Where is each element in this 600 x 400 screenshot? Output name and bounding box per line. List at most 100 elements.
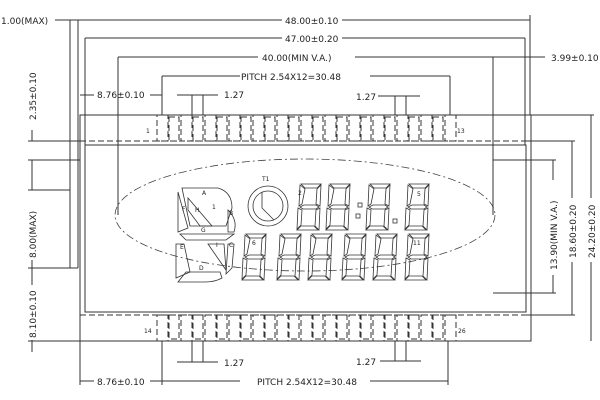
digit-segment — [343, 207, 350, 231]
digit-segment — [423, 183, 430, 207]
digit-segment — [245, 233, 267, 239]
digit-segment — [407, 204, 428, 210]
digit-segment — [315, 183, 322, 207]
bottom-pin — [348, 314, 361, 342]
digit-segment — [327, 184, 335, 207]
dim-pitch-top: PITCH 2.54X12=30.48 — [161, 73, 451, 115]
digit-segment — [404, 275, 427, 281]
digit-segment — [404, 207, 411, 231]
digit-segment — [384, 183, 391, 207]
digit-label-11: 11 — [413, 240, 421, 247]
dim-glass-width: 47.00±0.20 — [84, 32, 526, 145]
top-pin — [228, 114, 241, 142]
dim-bottom-lead-label: 8.10±0.10 — [29, 290, 39, 338]
seg-label-a: A — [202, 190, 207, 197]
seg-label-e: E — [180, 244, 184, 251]
top-pin-gap — [192, 116, 204, 142]
top-pin — [156, 114, 169, 142]
dim-overall-width: 48.00±0.10 — [62, 14, 531, 115]
digit-segment — [359, 257, 366, 281]
digit-segment — [325, 257, 332, 281]
bottom-pin — [324, 314, 337, 342]
digit-segment — [307, 257, 314, 281]
pin-label-13: 13 — [457, 128, 465, 135]
bottom-pin-gap — [360, 314, 372, 340]
digit-segment — [298, 184, 306, 207]
seven-segment-digit — [372, 233, 398, 281]
dim-glass-width-label: 47.00±0.20 — [285, 35, 339, 45]
seven-segment-digit — [276, 233, 302, 281]
digit-segment — [406, 234, 414, 257]
digit-segment — [307, 275, 330, 281]
top-pin-gap — [240, 116, 252, 142]
digit-segment — [383, 207, 390, 231]
top-pin — [276, 114, 289, 142]
digit-segment — [314, 207, 321, 231]
dim-overall-height-label: 24.20±0.20 — [588, 204, 598, 258]
top-pin-gap — [288, 116, 300, 142]
seven-segment-digit — [307, 233, 333, 281]
seg-label-f: F — [182, 206, 186, 213]
seg-label-g: G — [201, 227, 206, 234]
digit-segment — [368, 204, 389, 210]
top-pin-gap — [432, 116, 444, 142]
digit-segment — [276, 275, 299, 281]
top-pin-gap — [168, 116, 180, 142]
top-pin — [396, 114, 409, 142]
outer-glass-outline — [79, 114, 532, 342]
digit-segment — [326, 233, 333, 257]
digit-segment — [374, 234, 382, 257]
digit-label-2: 2 — [298, 190, 302, 197]
dim-bottom: 1.27 1.27 8.76±0.10 PITCH 2.54X12=30.48 — [79, 341, 449, 388]
bottom-pin — [180, 314, 193, 342]
dim-view-height-label: 13.90(MIN V.A.) — [550, 200, 560, 270]
digit-segment — [311, 233, 333, 239]
digit-segment — [329, 183, 351, 189]
digit-segment — [345, 233, 367, 239]
bottom-pin-gap — [408, 314, 420, 340]
digit-segment — [360, 233, 367, 257]
seven-segment-digits — [241, 183, 430, 281]
bottom-pin-gap — [216, 314, 228, 340]
top-pin — [300, 114, 313, 142]
pin-label-26: 26 — [458, 328, 466, 335]
bottom-pin — [420, 314, 433, 342]
digit-segment — [244, 254, 265, 260]
bottom-pin — [204, 314, 217, 342]
decimal-point — [392, 218, 398, 224]
seven-segment-digit — [341, 233, 367, 281]
digit-segment — [406, 184, 414, 207]
dim-right-verticals: 13.90(MIN V.A.) 18.60±0.20 24.20±0.20 — [493, 114, 598, 341]
digit-segment — [341, 275, 364, 281]
seven-segment-digit — [325, 183, 351, 231]
pin-label-1: 1 — [146, 128, 150, 135]
dim-pin-width-top-right-label: 1.27 — [356, 93, 376, 103]
dim-top-lead-label: 2.35±0.10 — [29, 72, 39, 120]
digit-segment — [300, 183, 322, 189]
bottom-pin — [156, 314, 169, 342]
digit-segment — [365, 225, 388, 231]
seven-segment-digit — [296, 183, 322, 231]
digit-segment — [344, 183, 351, 207]
top-pin-gap — [216, 116, 228, 142]
digit-segment — [372, 275, 395, 281]
digit-segment — [259, 257, 266, 281]
inner-glass-outline — [84, 144, 527, 313]
top-pin-gap — [384, 116, 396, 142]
digit-segment — [365, 207, 372, 231]
dim-pin-width-bottom-left-label: 1.27 — [224, 359, 244, 369]
dim-overall-width-label: 48.00±0.10 — [285, 17, 339, 27]
seg-label-d: D — [199, 265, 204, 272]
top-pin — [324, 114, 337, 142]
digit-segment — [241, 257, 248, 281]
seven-segment-digit — [365, 183, 391, 231]
bottom-pin — [372, 314, 385, 342]
bottom-pin — [396, 314, 409, 342]
dim-pitch-top-label: PITCH 2.54X12=30.48 — [241, 73, 341, 83]
digit-segment — [375, 254, 396, 260]
digit-segment — [372, 257, 379, 281]
digit-segment — [376, 233, 398, 239]
bottom-pin — [228, 314, 241, 342]
digit-segment — [309, 234, 317, 257]
digit-segment — [278, 234, 286, 257]
